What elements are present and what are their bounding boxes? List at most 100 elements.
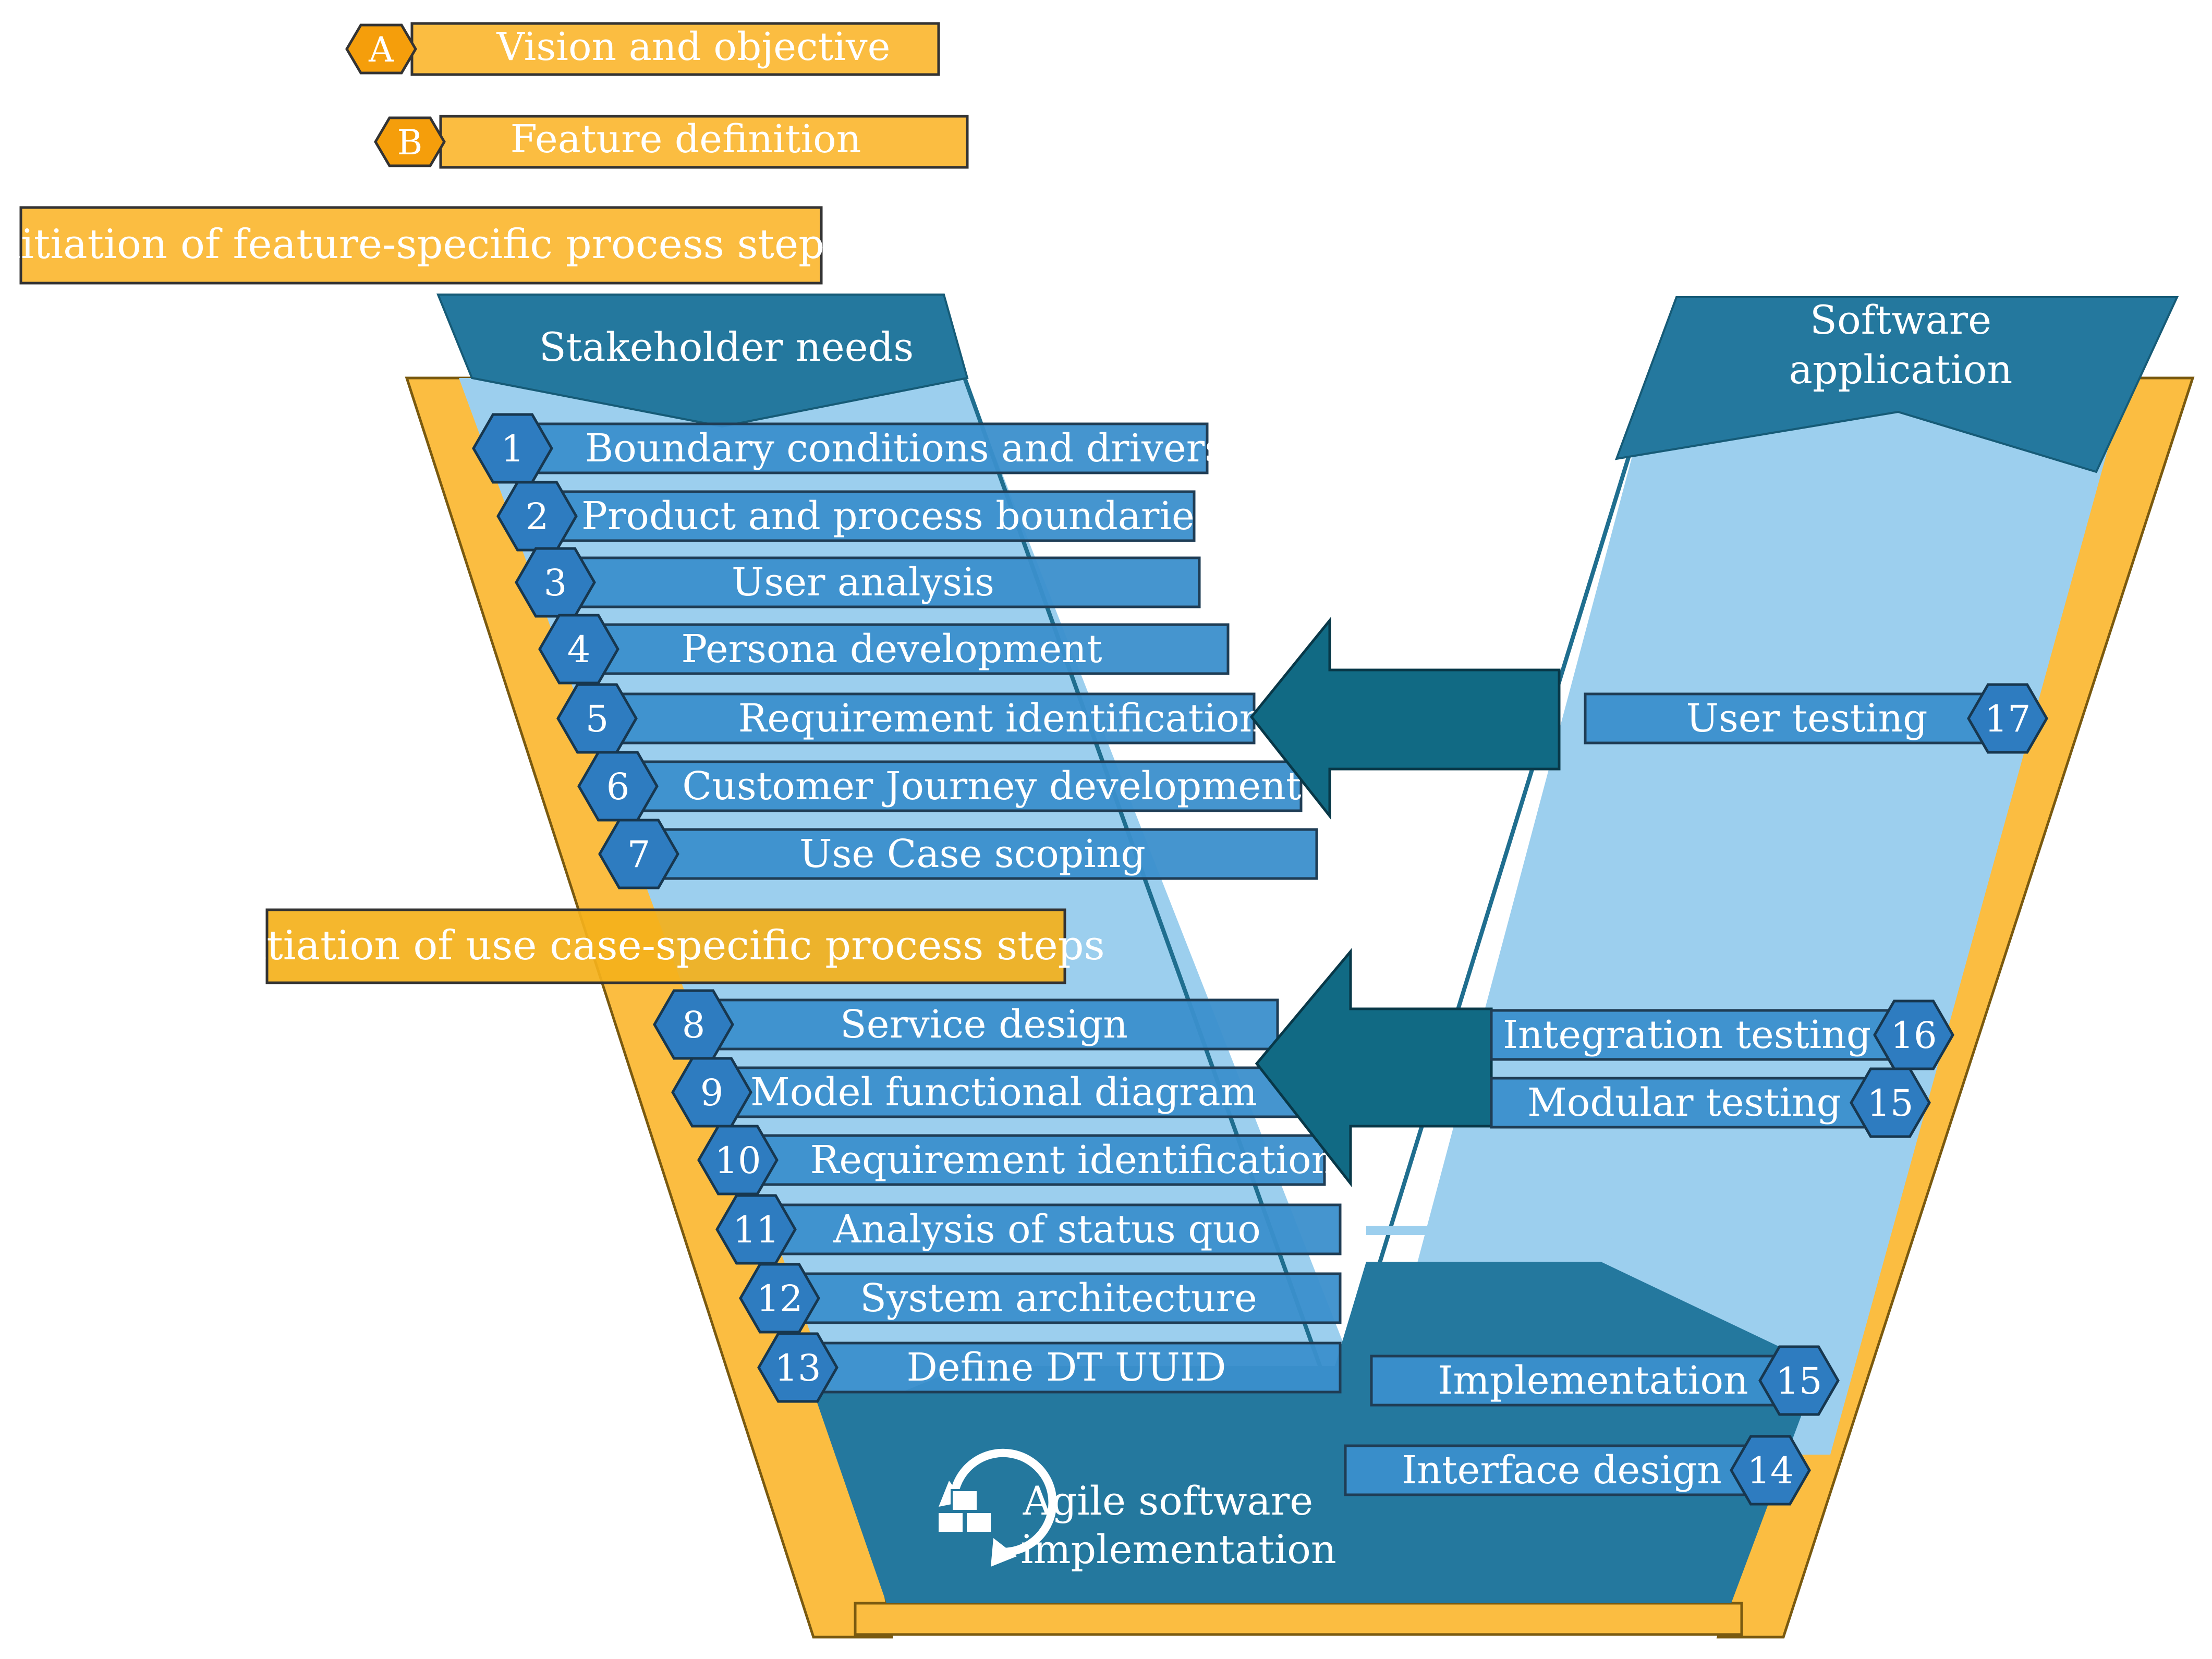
bottom-highlight-line bbox=[1366, 1226, 1828, 1349]
feature-definition-box bbox=[439, 115, 969, 169]
badge-a bbox=[345, 23, 417, 75]
step-bar bbox=[1370, 1355, 1801, 1407]
step-bar bbox=[1344, 1444, 1772, 1496]
step-number: 9 bbox=[700, 1071, 724, 1114]
step-label: Service design bbox=[840, 1002, 1128, 1047]
step-label: User testing bbox=[1686, 696, 1928, 741]
step-label: System architecture bbox=[860, 1276, 1257, 1321]
feature-init-text: Initiation of feature-specific process s… bbox=[0, 221, 845, 268]
left-step-4: 4 Persona development bbox=[538, 614, 1230, 685]
step-number: 14 bbox=[1747, 1449, 1793, 1492]
right-step-16: 16 Integration testing bbox=[1490, 999, 1954, 1070]
step-label: Use Case scoping bbox=[799, 832, 1146, 876]
step-label: Interface design bbox=[1402, 1448, 1722, 1493]
step-number-badge bbox=[1873, 999, 1954, 1070]
badge-b bbox=[374, 116, 446, 167]
usecase-init-box bbox=[265, 908, 1066, 984]
right-steps: 17 User testing 16 Integration testing 15 Mod… bbox=[1344, 683, 2048, 1506]
step-bar bbox=[820, 1341, 1342, 1394]
step-bar bbox=[1490, 1009, 1915, 1061]
step-label: Requirement identification bbox=[738, 696, 1265, 741]
right-header-shape bbox=[1614, 296, 2179, 473]
step-label: Modular testing bbox=[1527, 1080, 1841, 1125]
step-number: 1 bbox=[501, 428, 525, 470]
arrow-user-testing bbox=[1249, 616, 1561, 820]
label-b-group: B Feature definition bbox=[374, 115, 969, 169]
step-number: 15 bbox=[1776, 1360, 1822, 1402]
left-step-1: 1 Boundary conditions and drivers bbox=[472, 413, 1224, 484]
arrow-integration-testing bbox=[1255, 948, 1493, 1188]
step-number-badge bbox=[538, 614, 619, 685]
right-step-14: 14 Interface design bbox=[1344, 1435, 1811, 1506]
left-step-13: 13 Define DT UUID bbox=[757, 1332, 1342, 1403]
step-number: 7 bbox=[627, 833, 651, 876]
right-arm bbox=[1366, 378, 2128, 1455]
step-number: 6 bbox=[606, 765, 630, 808]
step-number: 8 bbox=[682, 1004, 706, 1046]
usecase-init-text: Initiation of use case-specific process … bbox=[211, 922, 1104, 969]
stakeholder-needs-title: Stakeholder needs bbox=[539, 324, 914, 370]
step-bar bbox=[1584, 692, 2009, 745]
step-number: 5 bbox=[586, 698, 609, 740]
step-bar bbox=[1490, 1077, 1892, 1129]
step-number: 15 bbox=[1867, 1082, 1913, 1125]
step-label: Product and process boundaries bbox=[581, 494, 1214, 539]
left-step-8: 8 Service design bbox=[653, 989, 1279, 1060]
step-number: 10 bbox=[714, 1139, 761, 1182]
software-application-title-1: Software bbox=[1810, 297, 1991, 343]
bottom-implementation-area bbox=[813, 1262, 1820, 1603]
step-bar bbox=[734, 1066, 1323, 1118]
left-step-3: 3 User analysis bbox=[515, 547, 1201, 618]
step-label: Model functional diagram bbox=[750, 1070, 1257, 1115]
step-number: 4 bbox=[567, 628, 591, 671]
step-label: Integration testing bbox=[1503, 1013, 1871, 1057]
left-step-12: 12 System architecture bbox=[739, 1263, 1342, 1334]
step-label: User analysis bbox=[732, 560, 994, 605]
right-step-15: 15 Modular testing bbox=[1490, 1067, 1931, 1138]
step-bar bbox=[559, 490, 1196, 542]
step-label: Persona development bbox=[681, 627, 1102, 672]
left-step-7: 7 Use Case scoping bbox=[598, 819, 1318, 889]
step-number: 3 bbox=[544, 562, 567, 604]
step-bar bbox=[661, 828, 1318, 880]
right-arm-edge bbox=[1333, 377, 1655, 1409]
feature-init-box bbox=[19, 206, 823, 285]
step-number-badge bbox=[1758, 1345, 1840, 1416]
step-number-badge bbox=[598, 819, 679, 889]
left-step-5: 5 Requirement identification bbox=[556, 683, 1265, 754]
step-bar bbox=[778, 1203, 1342, 1255]
right-step-17: 17 User testing bbox=[1584, 683, 2048, 754]
step-number-badge bbox=[739, 1263, 820, 1334]
vision-objective-box bbox=[410, 22, 940, 76]
vision-objective-text: Vision and objective bbox=[496, 25, 891, 69]
step-number: 13 bbox=[774, 1347, 821, 1389]
step-number: 16 bbox=[1890, 1014, 1937, 1057]
step-label: Define DT UUID bbox=[907, 1345, 1226, 1390]
feature-init-group: Initiation of feature-specific process s… bbox=[0, 206, 845, 285]
step-number: 17 bbox=[1984, 698, 2031, 740]
step-number: 12 bbox=[756, 1277, 803, 1320]
right-step-15-implementation: 15 Implementation bbox=[1370, 1345, 1840, 1416]
left-step-9: 9 Model functional diagram bbox=[671, 1057, 1323, 1128]
step-number-badge bbox=[1850, 1067, 1931, 1138]
step-number-badge bbox=[697, 1125, 779, 1196]
agile-title-2: implementation bbox=[1020, 1526, 1336, 1572]
label-a-group: A Vision and objective bbox=[345, 22, 940, 76]
left-header-shape bbox=[436, 294, 969, 428]
step-bar bbox=[715, 998, 1279, 1051]
step-label: Boundary conditions and drivers bbox=[585, 426, 1224, 471]
agile-cycle-icon bbox=[937, 1448, 1057, 1567]
step-number-badge bbox=[757, 1332, 838, 1403]
step-number-badge bbox=[1730, 1435, 1811, 1506]
step-bar bbox=[760, 1134, 1326, 1186]
badge-b-text: B bbox=[397, 123, 423, 163]
step-bar bbox=[536, 422, 1209, 474]
step-label: Implementation bbox=[1438, 1358, 1748, 1403]
step-number-badge bbox=[1967, 683, 2048, 754]
usecase-init-group: Initiation of use case-specific process … bbox=[211, 908, 1105, 984]
step-bar bbox=[601, 623, 1230, 675]
